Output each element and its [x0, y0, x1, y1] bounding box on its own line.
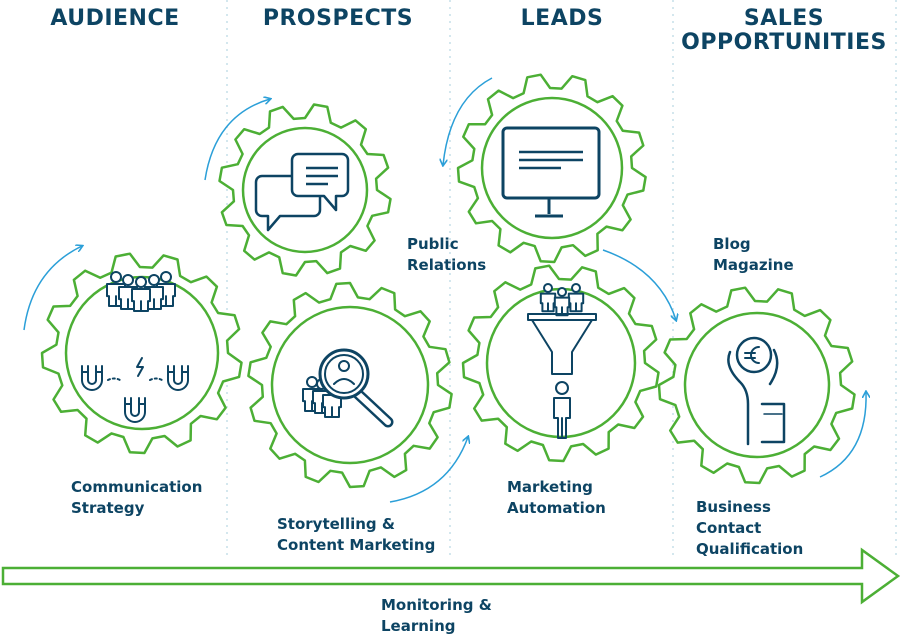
label-communication-strategy: Communication Strategy: [71, 478, 203, 517]
stage-title-prospects: PROSPECTS: [262, 6, 414, 31]
stage-title-sales-opportunities: SALES OPPORTUNITIES: [681, 6, 887, 55]
stage-title-audience: AUDIENCE: [50, 6, 180, 31]
label-public-relations: Public Relations: [407, 235, 487, 274]
gear-sales: [657, 286, 856, 485]
cycle-arrow-icon: [23, 246, 82, 331]
label-monitoring: Monitoring & Learning: [381, 596, 492, 635]
funnel-people-icon: [527, 283, 597, 439]
stage-title-leads: LEADS: [520, 6, 604, 31]
cycle-arrow-icon: [443, 77, 493, 165]
cycle-arrows: [23, 77, 866, 503]
cycle-arrow-icon: [204, 99, 270, 181]
label-marketing-automation: Marketing Automation: [507, 478, 606, 517]
hand-euro-coin-icon: [727, 336, 786, 446]
column-dividers: [226, 0, 897, 560]
label-business-contact: Business Contact Qualification: [696, 498, 804, 558]
cycle-arrow-icon: [819, 392, 866, 478]
gear-audience: [40, 252, 243, 455]
cycle-arrow-icon: [602, 249, 676, 320]
monitor-icon: [501, 126, 601, 218]
label-blog-magazine: Blog Magazine: [713, 235, 794, 274]
cycle-arrow-icon: [389, 437, 468, 503]
gear-leads-bottom: [461, 264, 660, 463]
chat-bubbles-icon: [254, 152, 350, 232]
label-storytelling: Storytelling & Content Marketing: [277, 515, 436, 554]
people-magnets-icon: [81, 271, 189, 423]
magnifier-people-icon: [302, 348, 394, 428]
timeline-arrow-icon: [1, 547, 901, 605]
